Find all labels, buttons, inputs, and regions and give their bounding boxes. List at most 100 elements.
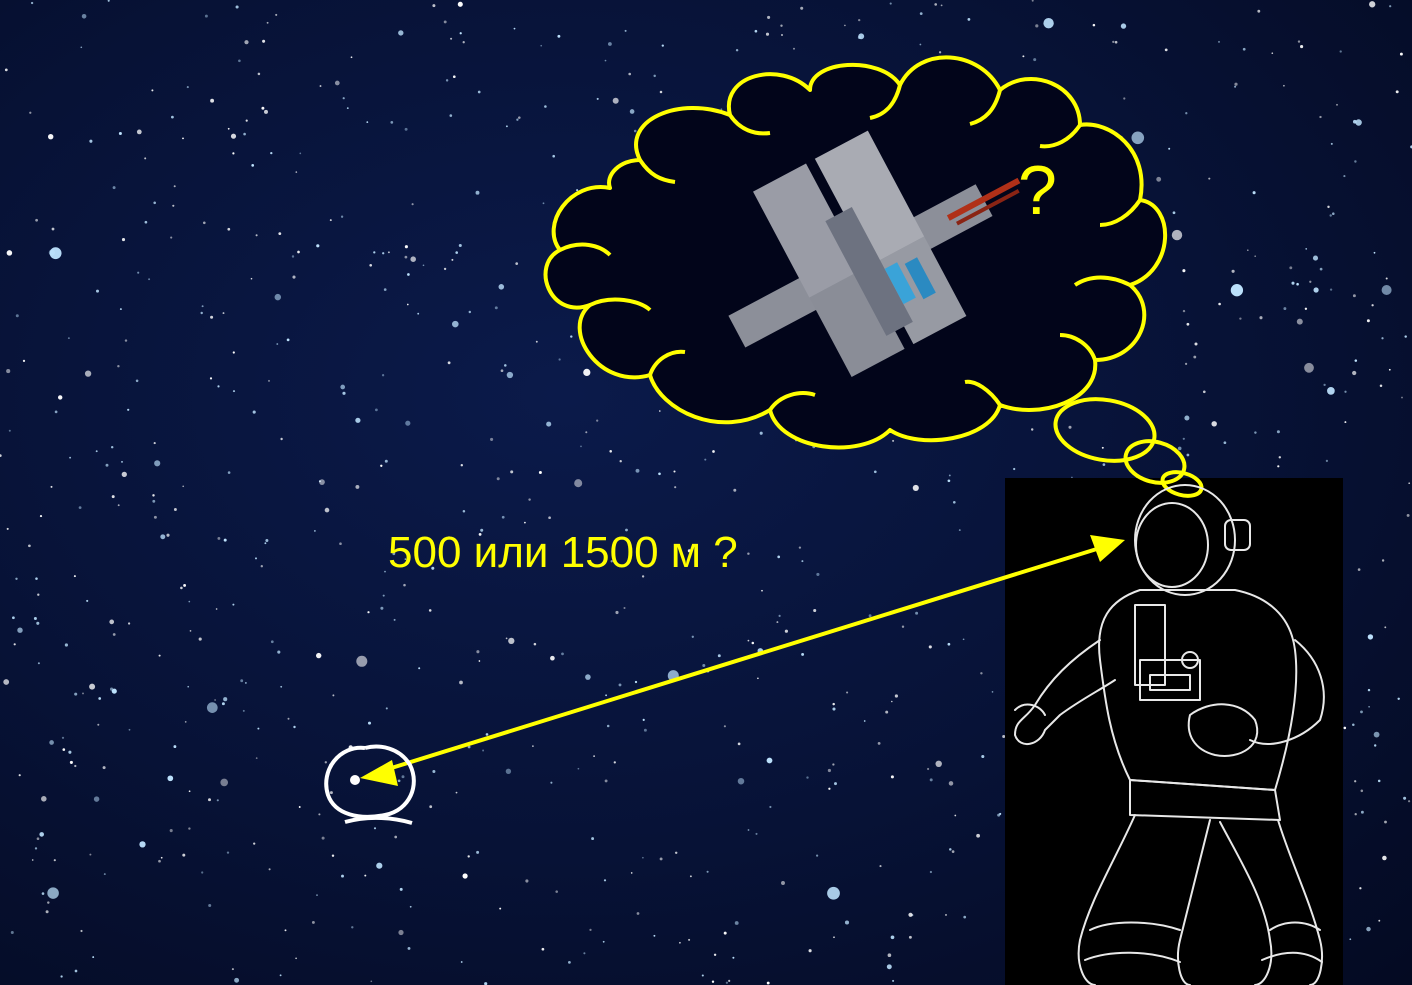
star: [260, 565, 263, 568]
star: [69, 760, 73, 764]
star: [351, 926, 354, 929]
star: [89, 683, 96, 690]
star: [316, 894, 318, 896]
star: [1208, 177, 1211, 180]
star: [1305, 248, 1308, 250]
star: [321, 836, 325, 840]
star: [28, 544, 31, 548]
star: [287, 717, 290, 720]
star: [1304, 362, 1314, 373]
star: [1360, 789, 1364, 793]
star: [1352, 723, 1355, 727]
star: [187, 685, 190, 688]
star: [505, 125, 508, 128]
star: [1352, 370, 1357, 376]
star: [346, 107, 349, 109]
star: [93, 796, 100, 802]
star: [295, 171, 298, 173]
star: [630, 872, 633, 874]
star: [462, 510, 466, 513]
star: [201, 305, 204, 308]
star: [45, 910, 49, 914]
star: [404, 255, 408, 259]
star: [382, 594, 385, 597]
star: [275, 13, 278, 16]
star: [280, 437, 283, 441]
star: [109, 619, 115, 625]
star: [711, 980, 715, 983]
star: [182, 853, 186, 857]
star: [36, 621, 40, 625]
star: [546, 421, 552, 427]
star: [1352, 119, 1357, 124]
star: [1289, 266, 1293, 270]
star: [376, 862, 383, 869]
star: [691, 635, 694, 638]
star: [221, 702, 225, 706]
star: [723, 931, 727, 935]
star: [1291, 281, 1295, 285]
star: [1359, 887, 1362, 890]
star: [952, 500, 956, 504]
star: [938, 51, 942, 54]
star: [238, 59, 241, 63]
star: [250, 277, 253, 280]
star: [257, 72, 261, 76]
star: [417, 312, 420, 315]
star: [1296, 318, 1303, 325]
star: [846, 691, 849, 694]
star: [548, 516, 551, 520]
star: [399, 887, 403, 891]
star: [1271, 52, 1274, 55]
star: [1247, 249, 1249, 251]
star: [383, 288, 387, 291]
star: [1231, 269, 1235, 273]
star: [409, 905, 412, 908]
star: [398, 929, 404, 936]
star: [253, 842, 256, 845]
star: [367, 611, 370, 614]
star: [53, 859, 56, 862]
star: [257, 727, 260, 730]
star: [1120, 23, 1127, 29]
star: [244, 40, 249, 45]
star: [135, 379, 139, 383]
star: [111, 495, 115, 499]
star: [528, 498, 531, 501]
star: [642, 856, 644, 859]
star: [98, 697, 102, 700]
star: [949, 848, 952, 851]
star: [813, 608, 817, 613]
star: [334, 80, 340, 86]
star: [948, 781, 954, 786]
star: [62, 748, 66, 751]
star: [404, 127, 408, 131]
star: [1404, 335, 1407, 338]
star: [64, 643, 68, 647]
star: [1254, 255, 1257, 258]
star: [319, 479, 325, 485]
star: [15, 314, 19, 318]
star: [482, 749, 485, 752]
star: [1332, 212, 1335, 215]
star: [1384, 626, 1387, 629]
star: [245, 682, 247, 684]
star: [919, 43, 922, 46]
star: [223, 538, 227, 542]
star: [1184, 362, 1188, 366]
star: [505, 768, 512, 774]
star: [477, 90, 481, 94]
star: [81, 14, 87, 19]
star: [117, 364, 120, 368]
star: [947, 479, 951, 483]
star: [894, 694, 898, 698]
star: [266, 21, 269, 24]
star: [418, 667, 421, 670]
star: [732, 956, 735, 959]
star: [1296, 282, 1299, 286]
star: [525, 879, 529, 883]
star: [980, 672, 983, 675]
star: [1374, 744, 1377, 747]
star: [641, 575, 645, 578]
star: [180, 586, 183, 590]
